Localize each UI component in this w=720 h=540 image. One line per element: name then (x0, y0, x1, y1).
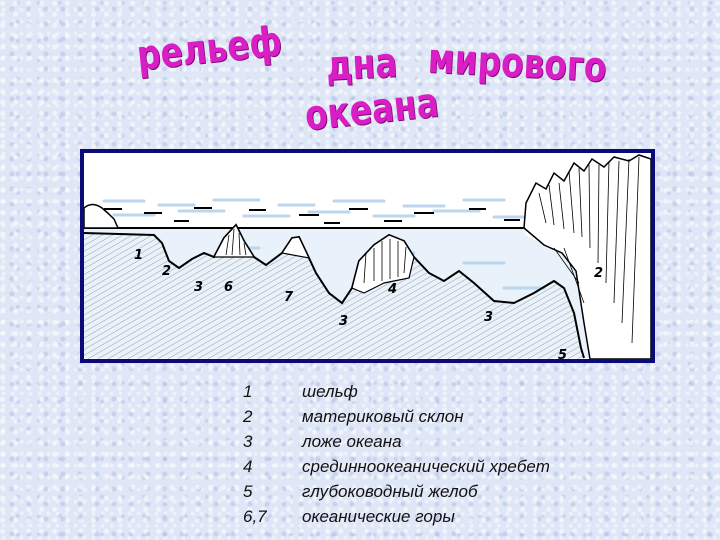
diagram-label-3-middle: 3 (339, 314, 348, 329)
mid-ocean-ridge (351, 234, 415, 294)
legend-number-3: 3 (243, 432, 253, 451)
left-coast (84, 203, 120, 229)
mountain-hatching (538, 156, 640, 344)
legend-text-deep-trench: глубоководный желоб (302, 482, 478, 501)
legend-number-2: 2 (243, 407, 253, 426)
legend-text-continental-slope: материковый склон (302, 407, 464, 426)
legend-number-4: 4 (243, 457, 253, 476)
seamount-7 (280, 236, 311, 259)
seabed-fill (84, 225, 584, 359)
title-word-world: мирового (426, 34, 608, 92)
legend-number-1: 1 (243, 382, 253, 401)
title-word-ocean: океана (302, 78, 441, 140)
diagram-label-3-right: 3 (484, 310, 493, 325)
diagram-label-2-left: 2 (162, 264, 171, 279)
ridge-hatching (363, 239, 407, 284)
diagram-label-4: 4 (387, 282, 397, 297)
legend-text-seamounts: океанические горы (302, 507, 455, 526)
legend-number-6-7: 6,7 (243, 507, 267, 526)
diagram-label-3-left: 3 (194, 280, 203, 295)
title-word-relief: рельеф (134, 16, 285, 80)
diagram-label-2-right: 2 (594, 266, 603, 281)
legend-text-ocean-floor: ложе океана (302, 432, 402, 451)
diagram-label-5: 5 (558, 348, 567, 359)
diagram-label-1: 1 (134, 248, 143, 263)
ocean-profile-svg: 1 2 3 6 7 3 4 3 2 5 (84, 154, 651, 359)
ocean-floor-diagram: 1 2 3 6 7 3 4 3 2 5 (80, 149, 655, 363)
legend-number-5: 5 (243, 482, 253, 501)
surface-dashes (104, 207, 520, 224)
legend-text-mid-ocean-ridge: срединноокеанический хребет (302, 457, 550, 476)
seamount-6 (213, 223, 256, 258)
diagram-label-6: 6 (224, 280, 233, 295)
diagram-label-7: 7 (284, 290, 294, 305)
seamount-6-hatching (225, 228, 247, 256)
legend-text-shelf: шельф (302, 382, 358, 401)
